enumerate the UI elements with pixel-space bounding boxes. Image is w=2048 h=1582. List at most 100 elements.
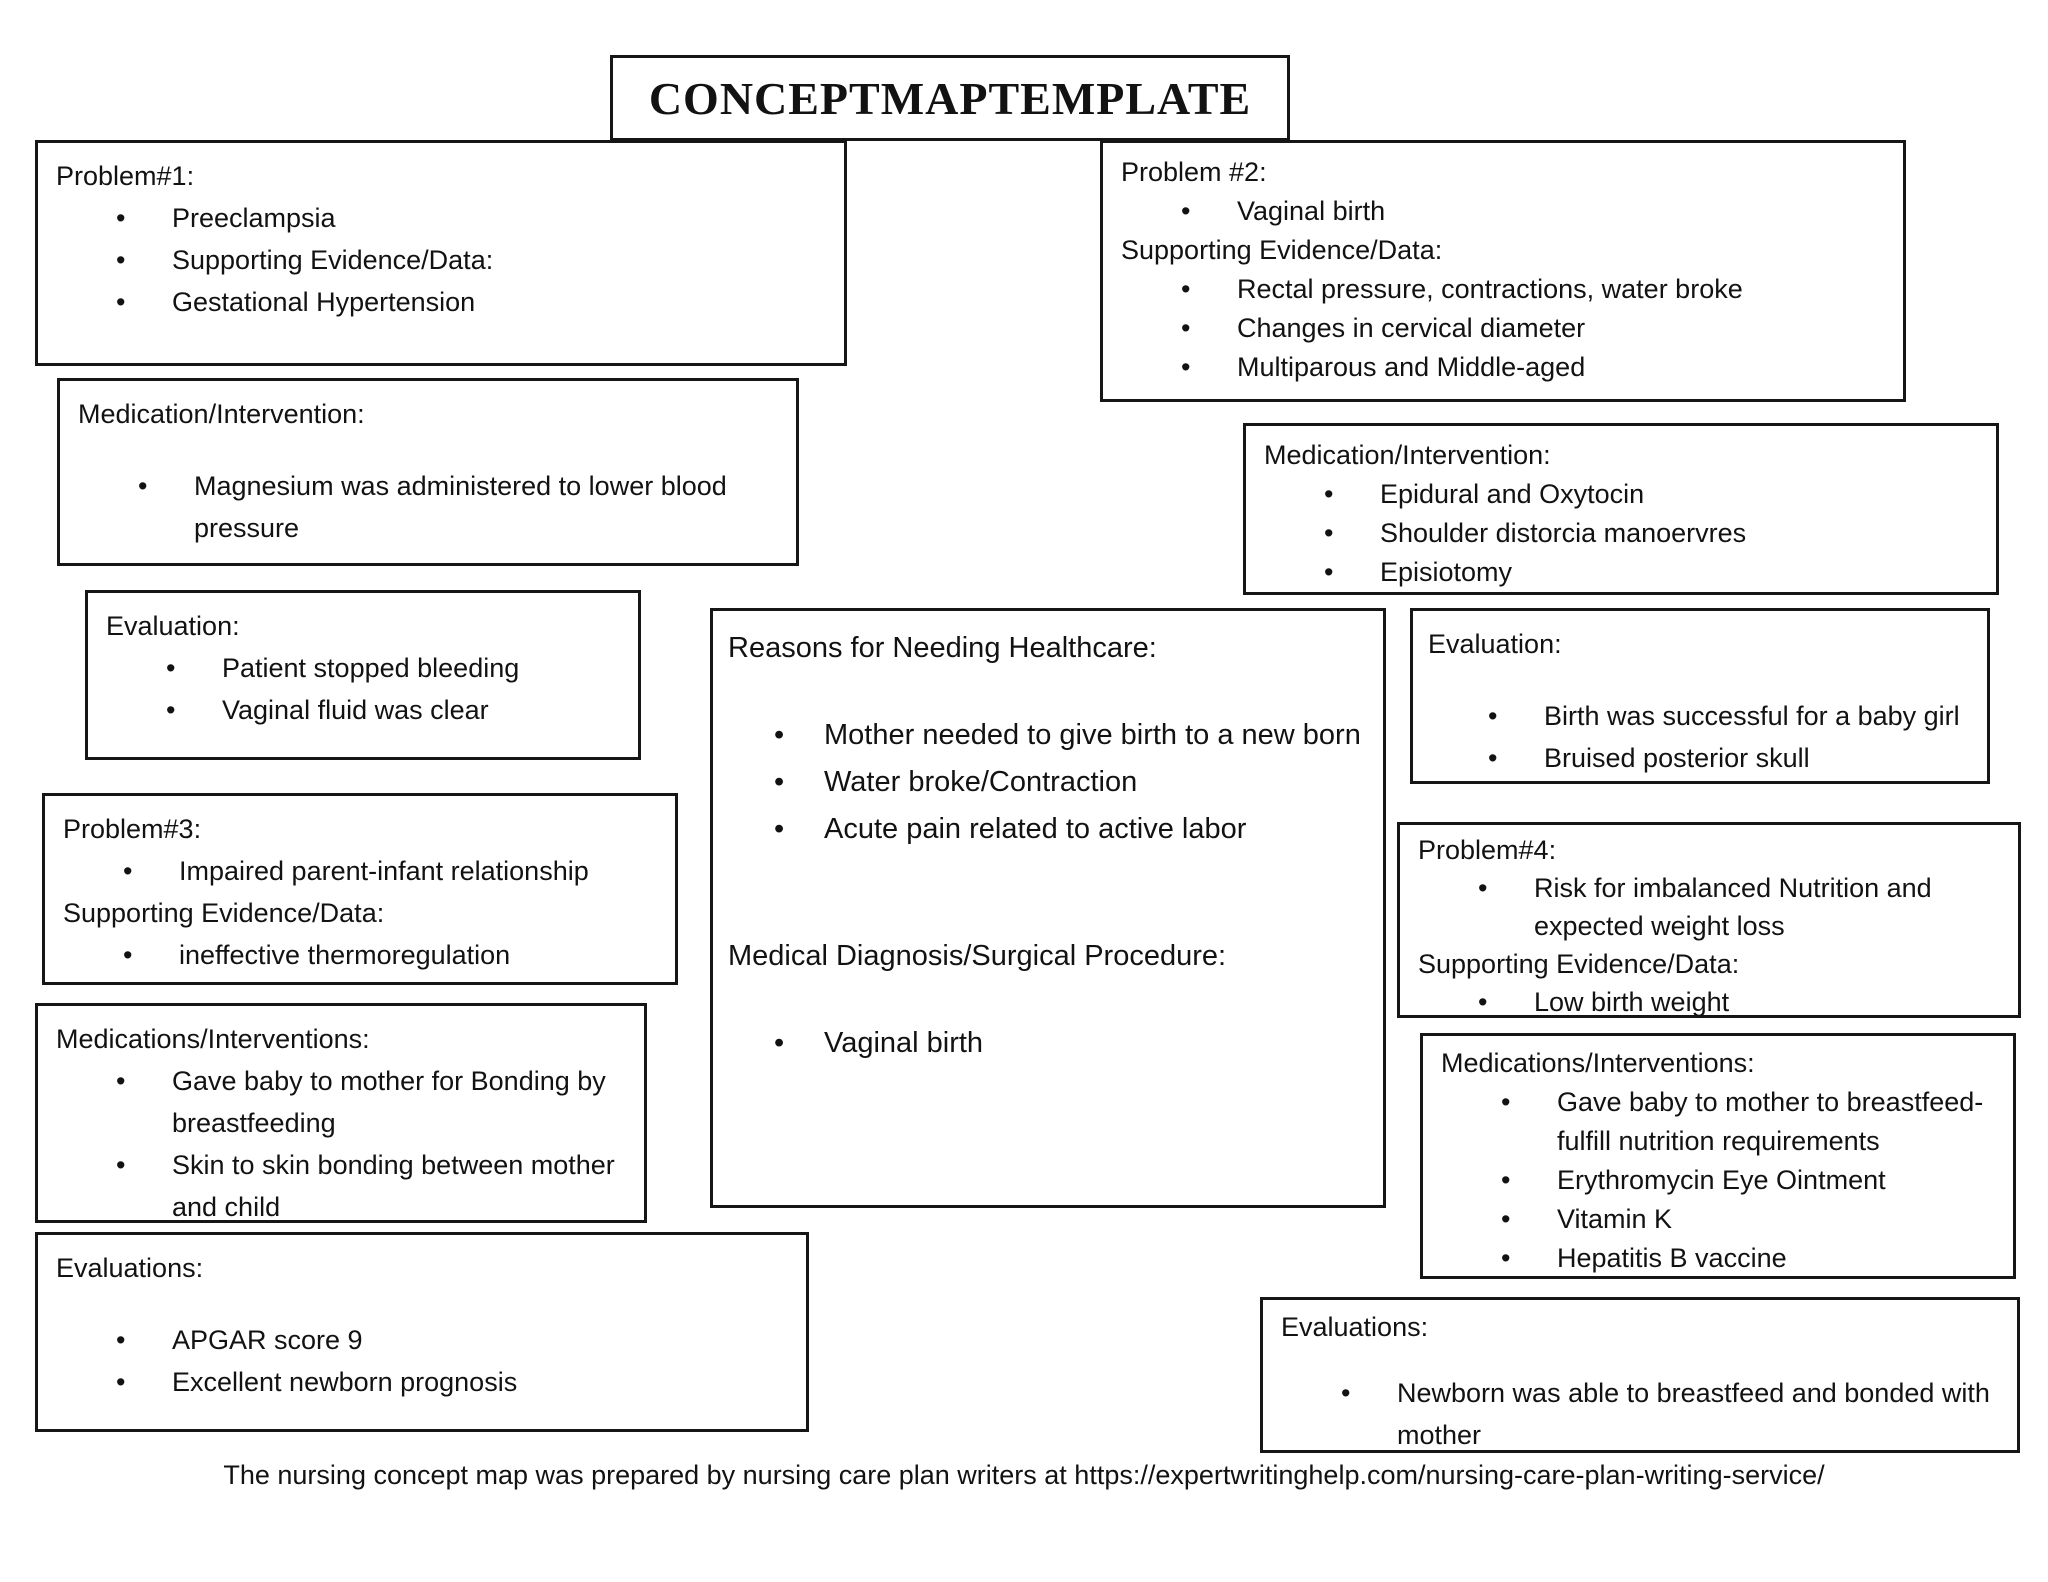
bullet-icon: •: [774, 766, 785, 798]
box-heading: Medical Diagnosis/Surgical Procedure:: [728, 940, 1227, 972]
bullet-icon: •: [1324, 518, 1334, 548]
bullet-icon: •: [774, 1027, 785, 1059]
spacer-line: [728, 980, 1368, 1020]
bullet-icon: •: [1181, 313, 1191, 343]
box-heading: Medication/Intervention:: [1264, 440, 1551, 470]
evaluation-2-box: Evaluation: • Birth was successful for a …: [1410, 608, 1990, 784]
box-heading: Problem#1:: [56, 161, 195, 191]
bullet-text: Mother needed to give birth to a new bor…: [824, 719, 1361, 751]
bullet-text: Magnesium was administered to lower bloo…: [194, 471, 727, 543]
bullet-text: Skin to skin bonding between mother and …: [172, 1150, 615, 1222]
bullet-icon: •: [1181, 274, 1191, 304]
box-heading: Supporting Evidence/Data:: [1121, 235, 1443, 265]
bullet-text: Vaginal fluid was clear: [222, 695, 489, 725]
bullet-item: • Gestational Hypertension: [56, 281, 826, 323]
medication-intervention-2-box: Medication/Intervention: • Epidural and Ox…: [1243, 423, 1999, 595]
bullet-text: Excellent newborn prognosis: [172, 1367, 518, 1397]
bullet-icon: •: [116, 245, 126, 275]
bullet-text: Birth was successful for a baby girl: [1544, 701, 1960, 731]
bullet-item: • Acute pain related to active labor: [728, 806, 1368, 853]
bullet-icon: •: [1181, 196, 1191, 226]
bullet-item: •Hepatitis B vaccine: [1441, 1239, 1995, 1278]
footer-credit-text: The nursing concept map was prepared by …: [223, 1460, 1825, 1490]
bullet-text: Acute pain related to active labor: [824, 813, 1247, 845]
bullet-icon: •: [774, 719, 785, 751]
box-heading: Medication/Intervention:: [78, 399, 365, 429]
bullet-item: • Birth was successful for a baby girl: [1428, 695, 1972, 737]
bullet-icon: •: [1501, 1165, 1511, 1195]
box-heading: Evaluation:: [106, 611, 240, 641]
bullet-icon: •: [116, 1367, 126, 1397]
bullet-text: Erythromycin Eye Ointment: [1557, 1165, 1886, 1195]
problem-4-box: Problem#4:•Risk for imbalanced Nutrition…: [1397, 822, 2021, 1018]
spacer-line: [1428, 665, 1972, 695]
bullet-item: • Newborn was able to breastfeed and bond…: [1281, 1372, 1999, 1456]
spacer-line: [78, 435, 778, 465]
bullet-item: • Episiotomy: [1264, 553, 1978, 592]
bullet-icon: •: [123, 856, 133, 886]
bullet-item: •Preeclampsia: [56, 197, 826, 239]
bullet-item: • ineffective thermoregulation: [63, 934, 657, 976]
evaluations-3-box: Evaluations: •APGAR score 9•Excellent ne…: [35, 1232, 809, 1432]
bullet-icon: •: [116, 1325, 126, 1355]
bullet-text: ineffective thermoregulation: [179, 940, 511, 970]
bullet-item: • Rectal pressure, contractions, water br…: [1121, 270, 1885, 309]
medication-intervention-1-box: Medication/Intervention: •Magnesium was …: [57, 378, 799, 566]
bullet-item: •Changes in cervical diameter: [1121, 309, 1885, 348]
box-heading: Evaluations:: [1281, 1312, 1429, 1342]
box-heading: Problem#4:: [1418, 835, 1557, 865]
bullet-icon: •: [123, 940, 133, 970]
bullet-icon: •: [116, 203, 126, 233]
bullet-item: •Gave baby to mother for Bonding by brea…: [56, 1060, 626, 1144]
box-heading: Evaluations:: [56, 1253, 204, 1283]
bullet-icon: •: [1501, 1243, 1511, 1273]
bullet-item: • Water broke/Contraction: [728, 759, 1368, 806]
bullet-icon: •: [1341, 1378, 1351, 1408]
bullet-text: Vaginal birth: [1237, 196, 1386, 226]
bullet-icon: •: [1324, 557, 1334, 587]
spacer-line: [728, 853, 1368, 893]
reasons-for-healthcare-box: Reasons for Needing Healthcare: • Mother …: [710, 608, 1386, 1208]
bullet-text: Rectal pressure, contractions, water bro…: [1237, 274, 1743, 304]
evaluations-4-box: Evaluations: • Newborn was able to breast…: [1260, 1297, 2020, 1453]
spacer-line: [56, 1289, 788, 1319]
evaluation-1-box: Evaluation:•Patient stopped bleeding•Vag…: [85, 590, 641, 760]
bullet-text: Bruised posterior skull: [1544, 743, 1810, 773]
bullet-item: •Patient stopped bleeding: [106, 647, 620, 689]
bullet-item: • Shoulder distorcia manoervres: [1264, 514, 1978, 553]
bullet-item: •APGAR score 9: [56, 1319, 788, 1361]
title-box: CONCEPTMAPTEMPLATE: [610, 55, 1290, 141]
spacer-line: [728, 893, 1368, 933]
bullet-item: • Epidural and Oxytocin: [1264, 475, 1978, 514]
box-heading: Evaluation:: [1428, 629, 1562, 659]
box-heading: Problem#3:: [63, 814, 202, 844]
bullet-icon: •: [1488, 701, 1498, 731]
bullet-item: • Vaginal fluid was clear: [106, 689, 620, 731]
box-heading: Problem #2:: [1121, 157, 1267, 187]
box-heading: Supporting Evidence/Data:: [63, 898, 385, 928]
bullet-item: •Multiparous and Middle-aged: [1121, 348, 1885, 387]
bullet-text: Water broke/Contraction: [824, 766, 1138, 798]
bullet-icon: •: [166, 653, 176, 683]
bullet-item: • Skin to skin bonding between mother and…: [56, 1144, 626, 1228]
bullet-item: •Supporting Evidence/Data:: [56, 239, 826, 281]
bullet-icon: •: [774, 813, 785, 845]
bullet-icon: •: [166, 695, 176, 725]
bullet-text: Newborn was able to breastfeed and bonde…: [1397, 1378, 1990, 1450]
bullet-item: •Vaginal birth: [728, 1020, 1368, 1067]
bullet-icon: •: [116, 287, 126, 317]
problem-3-box: Problem#3:•Impaired parent-infant relati…: [42, 793, 678, 985]
bullet-text: Gave baby to mother for Bonding by breas…: [172, 1066, 606, 1138]
bullet-text: Gestational Hypertension: [172, 287, 476, 317]
bullet-icon: •: [1324, 479, 1334, 509]
bullet-icon: •: [116, 1150, 126, 1180]
bullet-text: Shoulder distorcia manoervres: [1380, 518, 1747, 548]
bullet-text: Episiotomy: [1380, 557, 1513, 587]
bullet-text: Epidural and Oxytocin: [1380, 479, 1645, 509]
medications-interventions-4-box: Medications/Interventions:•Gave baby to …: [1420, 1033, 2016, 1279]
box-heading: Medications/Interventions:: [1441, 1048, 1755, 1078]
bullet-icon: •: [1181, 352, 1191, 382]
box-heading: Reasons for Needing Healthcare:: [728, 632, 1157, 664]
